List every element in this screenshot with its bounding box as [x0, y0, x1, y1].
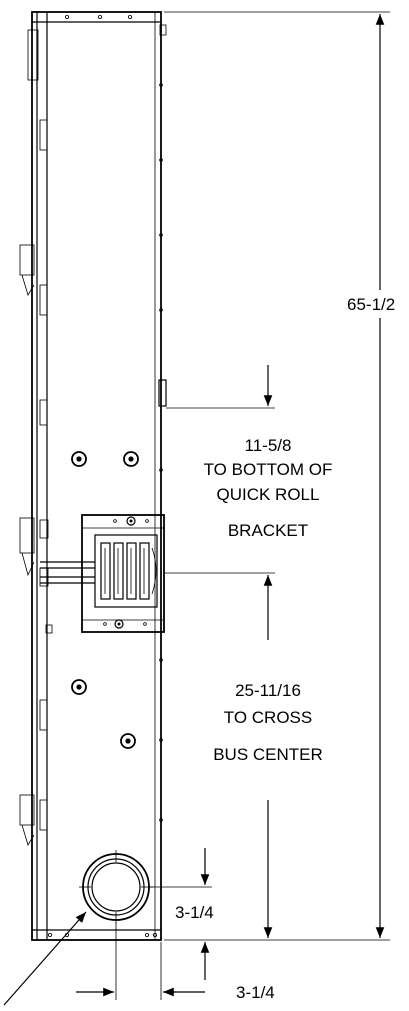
dim-cross-bus-line1: TO CROSS [224, 708, 312, 727]
dim-roll-bracket-line2: QUICK ROLL [217, 485, 320, 504]
cross-bus-bracket [40, 514, 165, 633]
dimension-conduit-horizontal [76, 922, 205, 1000]
dim-roll-bracket-line3: BRACKET [228, 521, 308, 540]
bolt-holes [71, 451, 139, 749]
dim-overall-height: 65-1/2 [347, 295, 395, 314]
left-hinges [19, 29, 53, 846]
dimension-cross-bus [164, 572, 275, 938]
dim-cross-bus-value: 25-11/16 [235, 681, 301, 700]
dim-roll-bracket-line1: TO BOTTOM OF [204, 460, 333, 479]
conduit-leader [3, 911, 87, 1006]
dim-conduit-vertical: 3-1/4 [175, 903, 214, 922]
dim-cross-bus-line2: BUS CENTER [213, 745, 323, 764]
dimension-roll-bracket [166, 365, 275, 409]
dimension-conduit-vertical [150, 848, 212, 980]
dim-roll-bracket-value: 11-5/8 [245, 436, 292, 455]
dim-conduit-horizontal: 3-1/4 [236, 983, 275, 1002]
dimension-overall-height [164, 11, 390, 941]
enclosure-body [31, 11, 167, 941]
conduit-knockout [79, 850, 153, 924]
right-fasteners [158, 83, 167, 822]
